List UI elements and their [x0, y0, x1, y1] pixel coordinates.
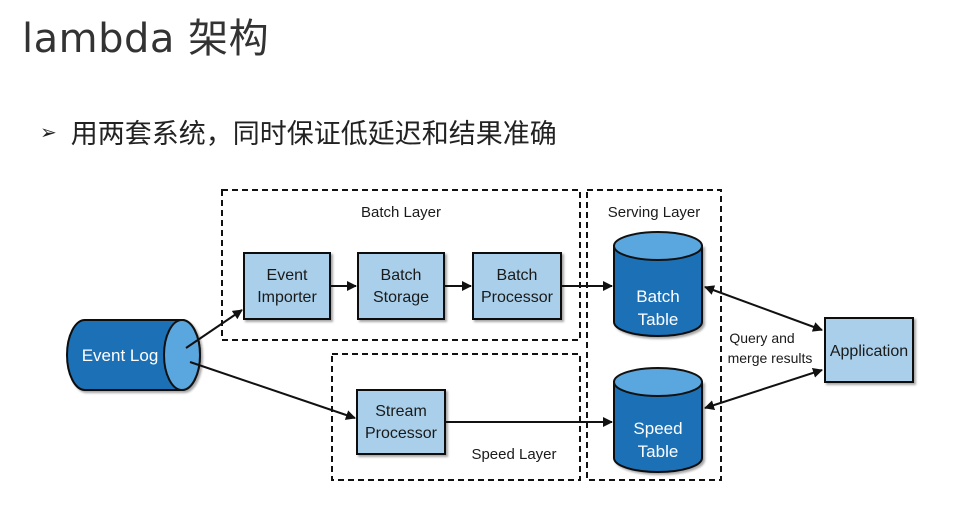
slide-title: lambda 架构 — [22, 16, 270, 62]
speed-layer-label: Speed Layer — [471, 446, 556, 463]
batch-processor-label-line2: Processor — [481, 289, 554, 306]
speed-table-label-line2: Table — [638, 442, 679, 461]
bullet-line: ➢ 用两套系统，同时保证低延迟和结果准确 — [40, 112, 557, 151]
bullet-arrow-icon: ➢ — [40, 119, 57, 144]
event-log-label: Event Log — [82, 346, 159, 365]
batch-storage-label-line2: Storage — [373, 289, 429, 306]
speed-layer-frame — [331, 353, 581, 481]
event-importer-box: Event Importer — [243, 252, 331, 320]
stream-processor-label-line1: Stream — [375, 403, 427, 420]
application-label: Application — [830, 343, 908, 360]
serving-layer-label: Serving Layer — [608, 204, 701, 221]
event-importer-label-line1: Event — [267, 267, 308, 284]
stream-processor-label-line2: Processor — [365, 425, 438, 442]
batch-table-label-line2: Table — [638, 310, 679, 329]
batch-storage-label-line1: Batch — [381, 267, 422, 284]
query-note-line1: Query and — [729, 330, 794, 346]
arrow-batch-table-application — [704, 285, 823, 332]
event-log-cylinder: Event Log — [66, 319, 201, 391]
query-note-line2: merge results — [728, 350, 813, 366]
batch-layer-label: Batch Layer — [361, 204, 441, 221]
speed-table-label-line1: Speed — [633, 419, 682, 438]
serving-layer-frame — [586, 189, 722, 481]
batch-layer-frame — [221, 189, 581, 341]
application-box: Application — [824, 317, 914, 383]
batch-processor-box: Batch Processor — [472, 252, 562, 320]
batch-table-label-line1: Batch — [636, 287, 679, 306]
arrow-eventlog-to-importer — [185, 309, 243, 349]
event-importer-label-line2: Importer — [257, 289, 317, 306]
bullet-text: 用两套系统，同时保证低延迟和结果准确 — [70, 119, 557, 150]
batch-processor-label-line1: Batch — [497, 267, 538, 284]
arrow-speed-table-application — [704, 368, 823, 410]
stream-processor-box: Stream Processor — [356, 389, 446, 455]
arrow-eventlog-to-stream — [189, 361, 356, 420]
batch-storage-box: Batch Storage — [357, 252, 445, 320]
speed-table-cylinder: Speed Table — [613, 367, 703, 473]
batch-table-cylinder: Batch Table — [613, 231, 703, 337]
